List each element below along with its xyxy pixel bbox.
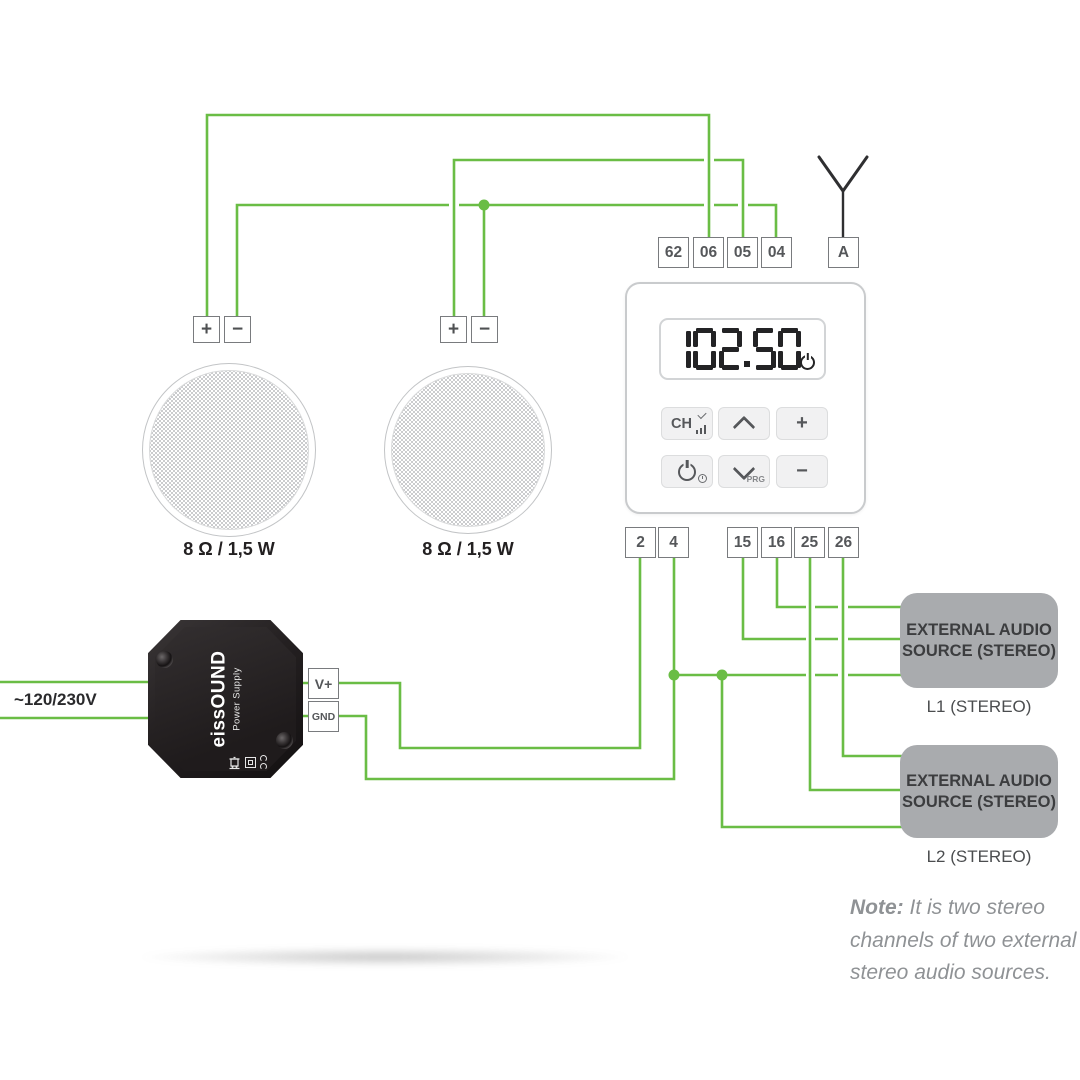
class-ii-icon <box>245 757 256 768</box>
channel-button: CH <box>661 407 713 440</box>
source-l1-label: L1 (STEREO) <box>926 697 1032 716</box>
speaker-left-rating: 8 Ω / 1,5 W <box>183 539 275 559</box>
junction-ground-L2 <box>716 669 728 681</box>
volume-down-label: − <box>796 460 808 482</box>
speaker-left <box>142 363 316 537</box>
external-source-l2: EXTERNAL AUDIO SOURCE (STEREO) <box>900 745 1058 838</box>
wire-gnd-to-4 <box>338 558 676 781</box>
source-title-line1: EXTERNAL AUDIO <box>906 620 1052 639</box>
terminal-16: 16 <box>761 527 792 558</box>
terminal-26: 26 <box>828 527 859 558</box>
ce-mark-icon <box>260 755 267 770</box>
tune-up-button <box>718 407 770 440</box>
wire-speaker1-plus-to-06 <box>205 113 711 317</box>
chevron-up-icon <box>732 415 756 438</box>
antenna-icon <box>817 155 869 237</box>
terminal-4: 4 <box>658 527 689 558</box>
terminal-05: 05 <box>727 237 758 268</box>
terminal-62: 62 <box>658 237 689 268</box>
terminal-gnd: GND <box>308 701 339 732</box>
volume-down-button: − <box>776 455 828 488</box>
terminal-15: 15 <box>727 527 758 558</box>
wire-mains-lines <box>0 680 150 720</box>
power-supply-brand: eissOUND <box>208 650 230 748</box>
wire-25-to-L2 <box>808 558 905 792</box>
mains-voltage-label: ~120/230V <box>14 690 97 709</box>
check-icon <box>697 409 707 420</box>
source-title-line1: EXTERNAL AUDIO <box>906 771 1052 790</box>
speaker-left-plus-terminal: + <box>193 316 220 343</box>
power-supply-unit: eissOUND Power Supply <box>148 620 303 778</box>
external-source-l1: EXTERNAL AUDIO SOURCE (STEREO) <box>900 593 1058 688</box>
radio-display <box>659 318 826 380</box>
source-title-line2: SOURCE (STEREO) <box>901 792 1056 811</box>
tune-down-button: PRG <box>718 455 770 488</box>
power-button <box>661 455 713 488</box>
clock-icon <box>698 474 707 483</box>
screw-icon <box>276 732 293 749</box>
wire-15-to-L1 <box>741 558 905 641</box>
speaker-right-plus-terminal: + <box>440 316 467 343</box>
terminal-antenna: A <box>828 237 859 268</box>
speaker-right-minus-terminal: − <box>471 316 498 343</box>
page-edge-shadow <box>135 947 635 967</box>
program-label: PRG <box>746 474 765 484</box>
power-supply-subtitle: Power Supply <box>231 667 243 731</box>
power-icon <box>678 462 696 481</box>
volume-up-label: + <box>796 412 808 434</box>
junction-speaker-minus <box>478 199 490 211</box>
terminal-04: 04 <box>761 237 792 268</box>
frequency-readout <box>667 328 803 370</box>
screw-icon <box>156 651 173 668</box>
speaker-right <box>384 366 552 534</box>
wire-ground-to-L2 <box>720 675 905 829</box>
speaker-grille <box>391 373 545 527</box>
display-power-icon <box>800 355 815 370</box>
terminal-2: 2 <box>625 527 656 558</box>
terminal-vplus: V+ <box>308 668 339 699</box>
speaker-left-minus-terminal: − <box>224 316 251 343</box>
wire-26-to-L2 <box>841 558 905 758</box>
signal-bars-icon <box>696 425 706 434</box>
terminal-25: 25 <box>794 527 825 558</box>
note-text: Note: It is two stereo channels of two e… <box>850 892 1080 990</box>
note-body: It is two stereo channels of two externa… <box>850 896 1077 984</box>
source-l2-label: L2 (STEREO) <box>926 847 1032 866</box>
junction-ground-L1 <box>668 669 680 681</box>
power-supply-face <box>155 627 296 771</box>
channel-button-label: CH <box>671 415 692 432</box>
weee-bin-icon <box>229 756 240 769</box>
radio-unit: CH + PRG − <box>625 282 866 514</box>
wire-speaker-minus-to-04 <box>235 203 778 317</box>
wire-speaker2-plus-to-05 <box>452 158 745 317</box>
terminal-06: 06 <box>693 237 724 268</box>
speaker-grille <box>149 370 309 530</box>
wire-vplus-to-2 <box>338 558 642 750</box>
wire-16-to-L1 <box>775 558 905 609</box>
speaker-right-rating: 8 Ω / 1,5 W <box>422 539 514 559</box>
source-title-line2: SOURCE (STEREO) <box>901 641 1056 660</box>
volume-up-button: + <box>776 407 828 440</box>
note-prefix: Note: <box>850 896 904 919</box>
